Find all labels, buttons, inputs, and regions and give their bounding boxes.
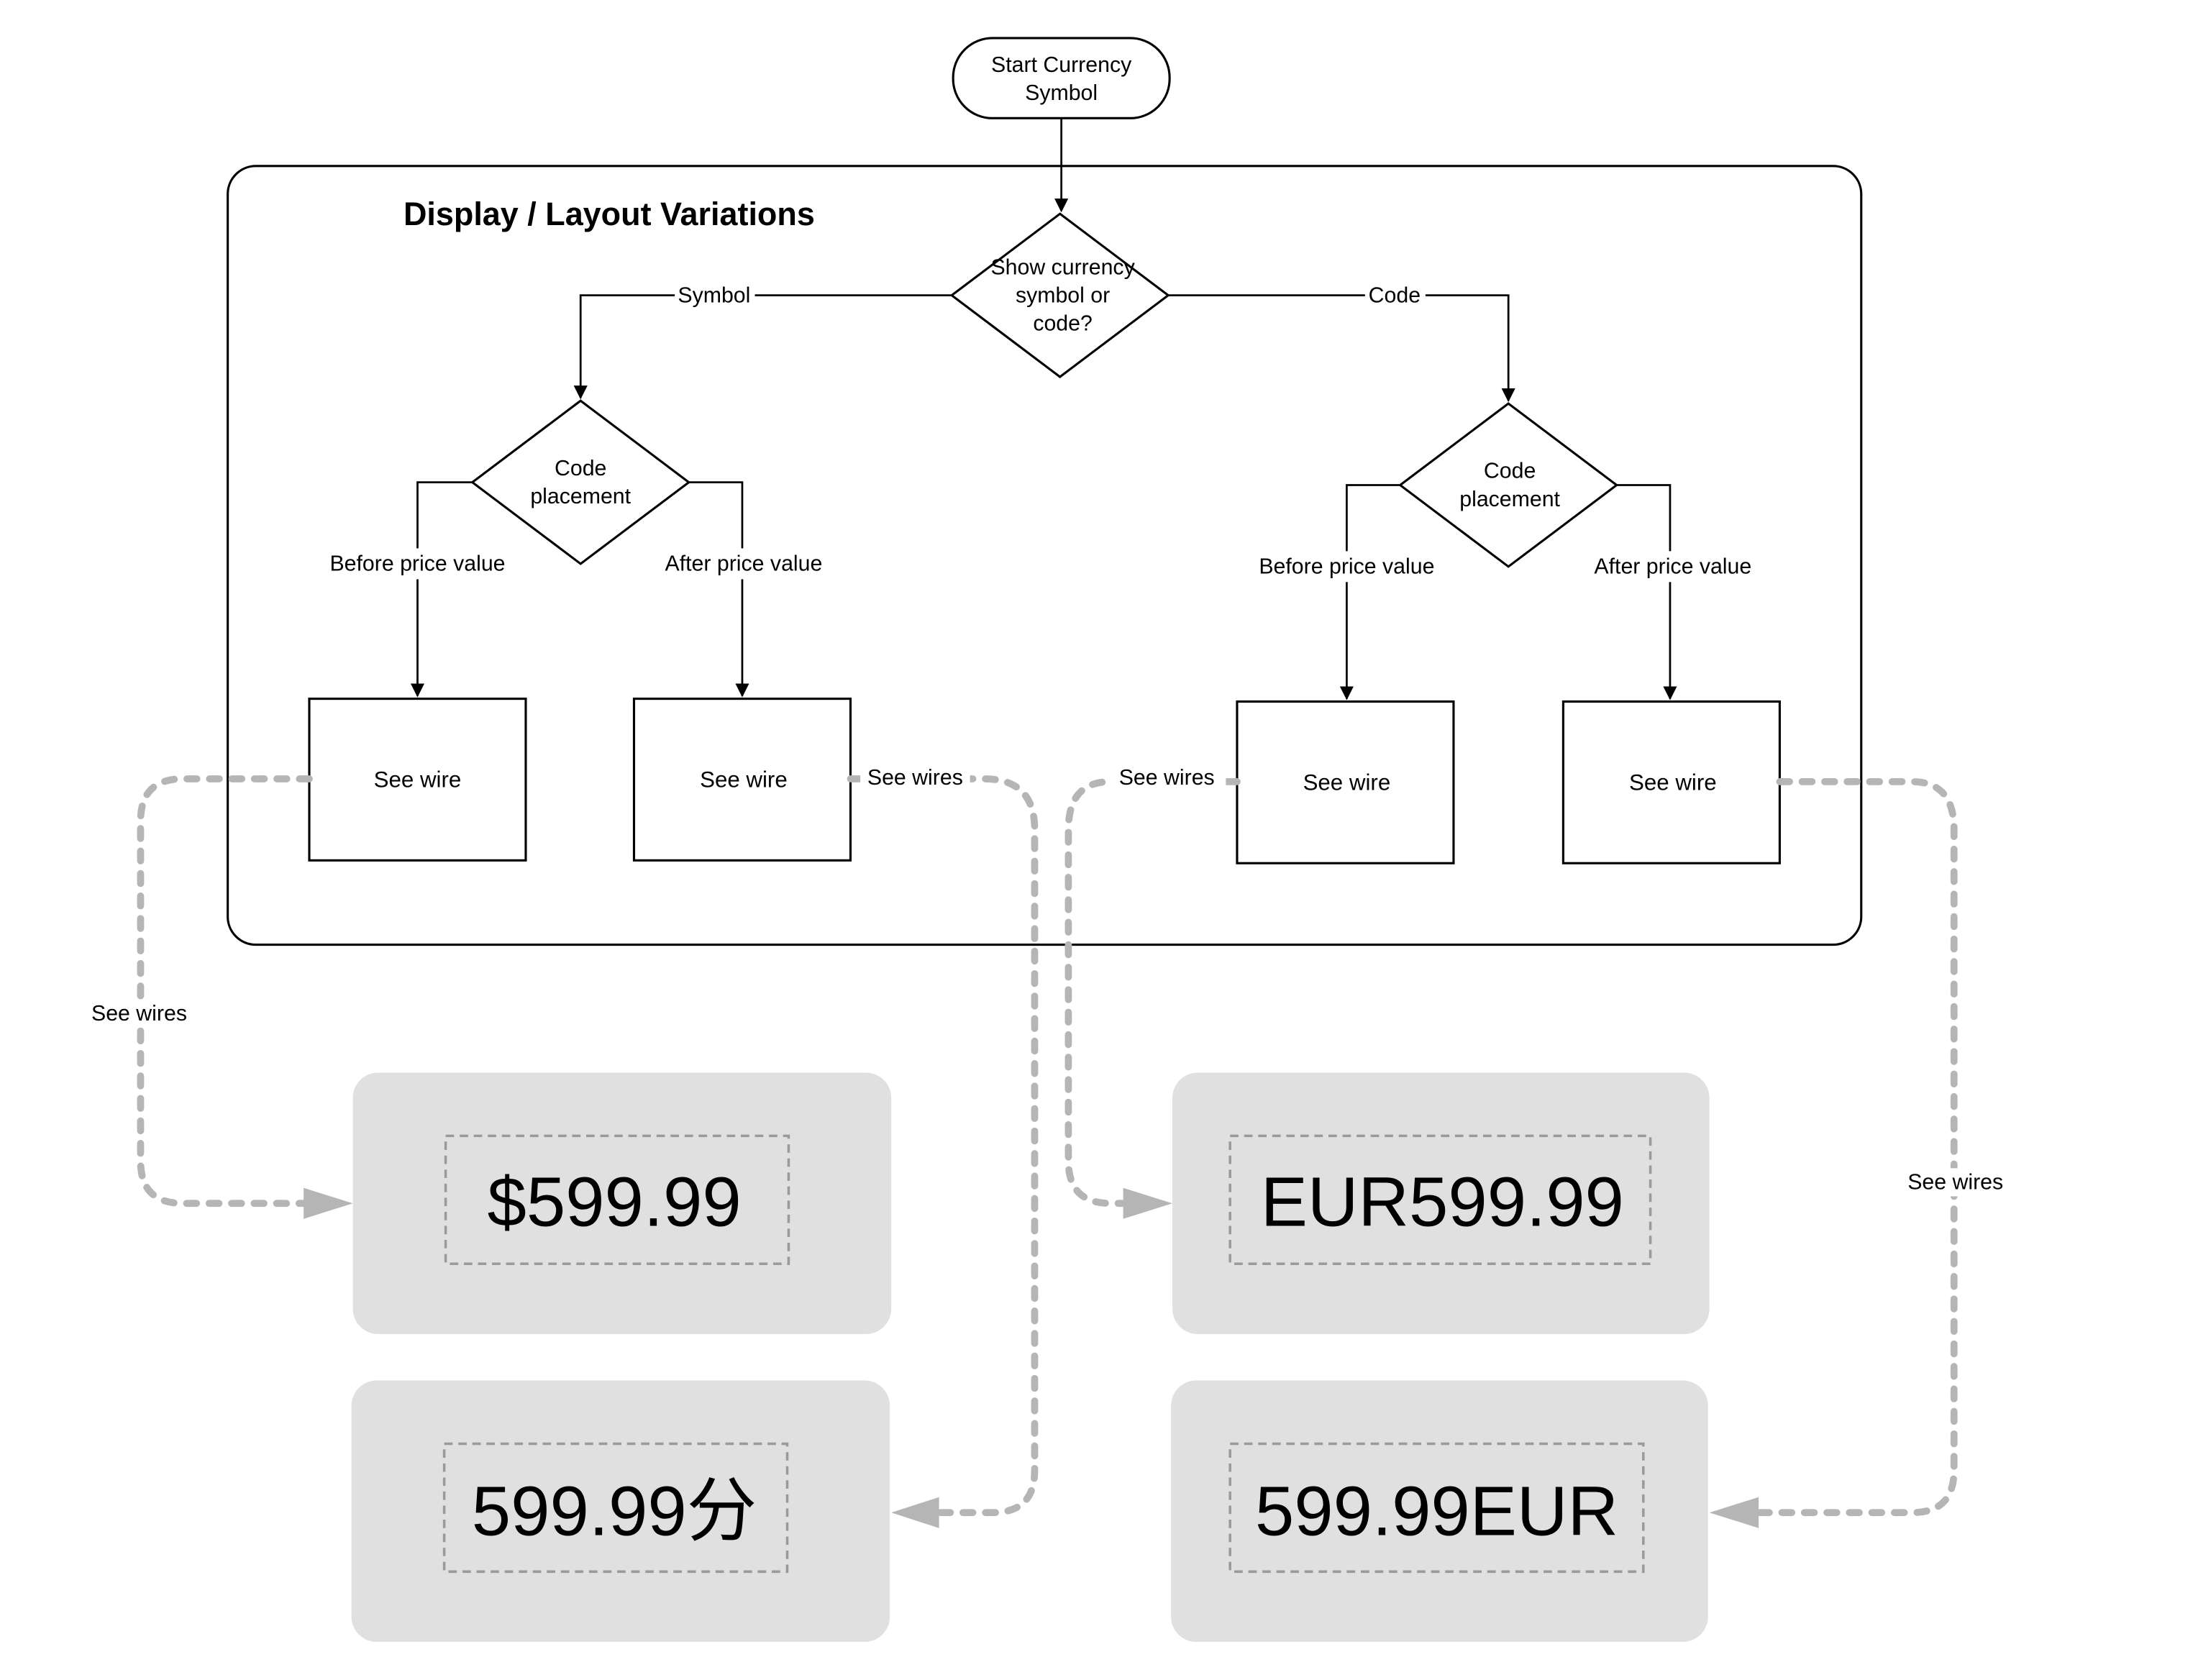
label-right-after: After price value (1594, 555, 1751, 579)
main-decision-label-3: code? (1033, 311, 1093, 335)
wire-left-after (847, 775, 1039, 1517)
result-card-symbol-before: $599.99 (352, 1072, 892, 1335)
branch-label-symbol: Symbol (678, 283, 750, 307)
edge-symbol-branch (573, 294, 952, 400)
box-right-after-label: See wire (1629, 770, 1717, 795)
left-decision-label-1: Code (555, 457, 606, 480)
layout-variations-group (227, 165, 1863, 946)
edge-right-before (1339, 484, 1400, 700)
result-card-code-before: EUR599.99 (1172, 1072, 1710, 1335)
wire-left-after-arrowhead (891, 1497, 939, 1528)
box-right-before-label: See wire (1303, 770, 1391, 795)
wire-label-right-before: See wires (1119, 766, 1215, 790)
result-card-code-after: 599.99EUR (1171, 1380, 1708, 1643)
wire-left-before-arrowhead (304, 1187, 353, 1219)
edge-left-before (410, 481, 473, 698)
wire-label-left-after: See wires (867, 766, 963, 790)
result-code-after: 599.99EUR (1255, 1471, 1618, 1550)
wire-left-before (137, 775, 313, 1208)
right-decision-label-1: Code (1484, 460, 1536, 483)
start-node-label-2: Symbol (1025, 81, 1098, 105)
label-left-before: Before price value (329, 552, 505, 576)
box-left-before[interactable]: See wire (308, 698, 527, 862)
box-left-before-label: See wire (374, 767, 462, 793)
edge-left-after (688, 481, 749, 698)
start-node-label-1: Start Currency (991, 53, 1132, 77)
result-symbol-before: $599.99 (487, 1163, 741, 1241)
main-decision-label-1: Show currency (990, 255, 1135, 279)
result-card-symbol-after: 599.99分 (351, 1380, 890, 1643)
wire-right-before-arrowhead (1123, 1187, 1173, 1219)
group-title: Display / Layout Variations (404, 196, 815, 232)
edge-right-after (1616, 484, 1677, 700)
main-decision-label-2: symbol or (1016, 283, 1110, 307)
box-right-before[interactable]: See wire (1236, 700, 1455, 864)
right-decision-label-2: placement (1459, 488, 1560, 511)
start-node[interactable]: Start Currency Symbol (952, 37, 1171, 119)
right-placement-decision[interactable]: Code placement (1398, 402, 1619, 568)
left-decision-label-2: placement (530, 485, 631, 508)
left-placement-decision[interactable]: Code placement (470, 399, 691, 565)
wire-right-after-arrowhead (1709, 1497, 1759, 1528)
label-left-after: After price value (665, 552, 823, 576)
edge-code-branch (1168, 294, 1515, 403)
wire-right-after (1754, 778, 1958, 1517)
box-right-after[interactable]: See wire (1561, 700, 1781, 864)
result-symbol-after: 599.99分 (472, 1471, 757, 1550)
main-decision-node[interactable]: Show currency symbol or code? (949, 212, 1170, 378)
box-left-after-label: See wire (700, 767, 788, 793)
wire-label-left-before: See wires (91, 1002, 187, 1026)
branch-label-code: Code (1369, 283, 1421, 307)
box-left-after[interactable]: See wire (632, 698, 852, 862)
result-code-before: EUR599.99 (1261, 1163, 1624, 1241)
label-right-before: Before price value (1259, 555, 1434, 579)
wire-right-before (1064, 778, 1241, 1208)
wire-label-right-after: See wires (1907, 1171, 2003, 1195)
